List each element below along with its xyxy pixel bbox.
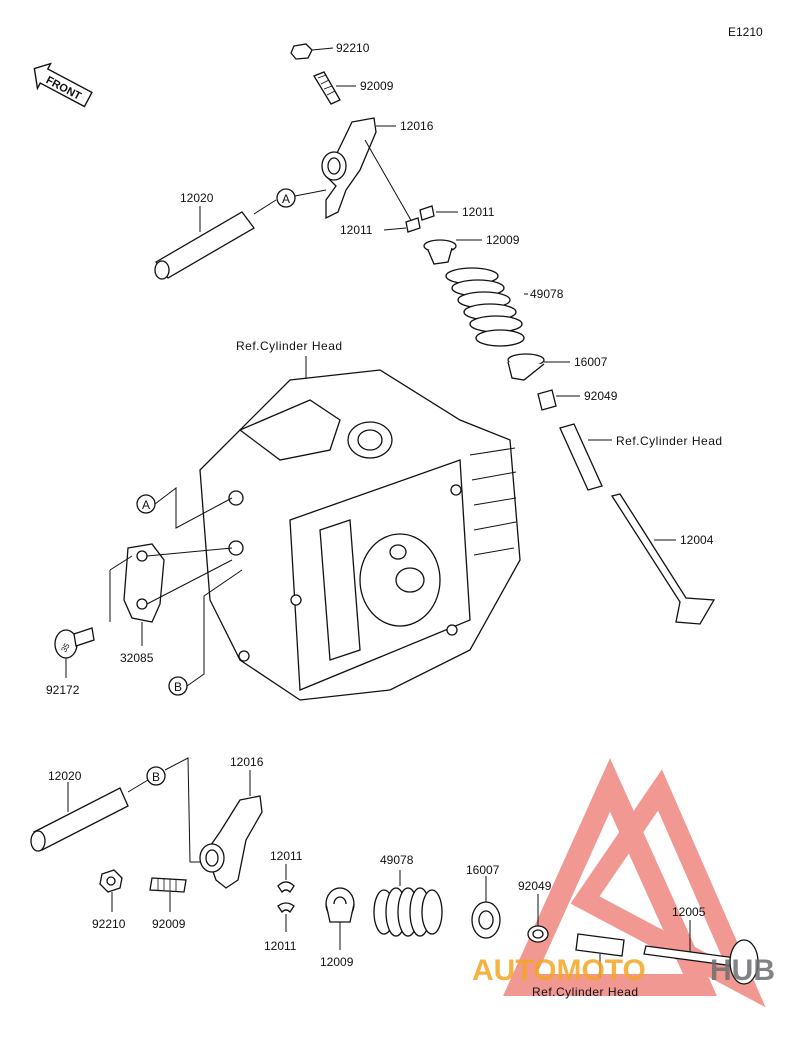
label-12005: 12005	[672, 905, 706, 919]
nut-92210-lower	[99, 869, 123, 912]
valve-guide-ref-lower	[575, 933, 625, 978]
label-92049-lower: 92049	[518, 879, 552, 893]
label-12020-lower: 12020	[48, 769, 82, 783]
rocker-arm-12016-lower	[199, 770, 263, 889]
label-12016-upper: 12016	[400, 119, 434, 133]
label-49078-upper: 49078	[530, 287, 564, 301]
front-arrow-icon: FRONT	[33, 62, 93, 108]
intake-valve-12004	[610, 493, 716, 625]
valve-cotter-12011-upper	[383, 205, 458, 233]
valve-spring-49078-lower	[373, 870, 443, 937]
label-12020-upper: 12020	[180, 191, 214, 205]
label-92009-lower: 92009	[152, 917, 186, 931]
valve-cotter-12011-lower	[277, 864, 295, 932]
label-92172: 92172	[46, 683, 80, 697]
callout-a-upper-label: A	[282, 192, 290, 206]
plate-32085	[109, 543, 233, 646]
label-12016-lower: 12016	[230, 755, 264, 769]
label-12009-upper: 12009	[486, 233, 520, 247]
adjust-screw-92009-lower	[149, 877, 187, 912]
watermark-text-right: HUB	[710, 954, 775, 987]
automotohub-watermark	[502, 758, 766, 1008]
stem-seal-92049-upper	[537, 389, 580, 411]
valve-spring-49078-upper	[445, 267, 528, 347]
callout-a-upper	[276, 188, 296, 208]
stem-seal-92049-lower	[527, 894, 549, 943]
label-92009-upper: 92009	[360, 79, 394, 93]
label-12004: 12004	[680, 533, 714, 547]
callout-b-head-label: B	[174, 680, 182, 694]
diagram-code: E1210	[728, 25, 763, 39]
ref-cylinder-head-lower: Ref.Cylinder Head	[532, 985, 639, 999]
rocker-arm-12016-upper	[321, 117, 413, 223]
adjust-screw-92009-upper	[313, 71, 356, 105]
rocker-shaft-12020-upper	[154, 199, 277, 280]
cylinder-head-body	[199, 369, 521, 701]
label-16007-upper: 16007	[574, 355, 608, 369]
spring-retainer-12009-lower	[325, 887, 355, 950]
callout-b-lower-label: B	[152, 770, 160, 784]
label-32085: 32085	[120, 651, 154, 665]
rocker-shaft-12020-lower	[30, 779, 149, 852]
valve-guide-ref-upper	[559, 423, 612, 491]
label-92049-upper: 92049	[584, 389, 618, 403]
label-12009-lower: 12009	[320, 955, 354, 969]
ref-cylinder-head-valve-guide: Ref.Cylinder Head	[616, 434, 723, 448]
automotohub-watermark-text: AUTOMOTO HUB	[472, 954, 775, 987]
label-12011-lower-bottom: 12011	[264, 939, 297, 953]
label-49078-lower: 49078	[380, 853, 414, 867]
bolt-92172: 35	[54, 627, 95, 678]
exhaust-valve-12005	[643, 920, 759, 985]
label-92210-lower: 92210	[92, 917, 126, 931]
watermark-triangle-left	[502, 758, 718, 996]
callout-b-lower	[146, 766, 166, 786]
spring-seat-16007-upper	[507, 353, 570, 381]
label-92210-upper: 92210	[336, 41, 370, 55]
ref-cylinder-head-top: Ref.Cylinder Head	[236, 339, 343, 353]
label-12011-upper-right: 12011	[462, 205, 495, 219]
watermark-triangle-right	[570, 769, 766, 1008]
label-12011-upper-left: 12011	[340, 223, 373, 237]
watermark-text-left: AUTOMOTO	[472, 954, 646, 987]
nut-92210-upper	[290, 43, 334, 60]
label-16007-lower: 16007	[466, 863, 500, 877]
label-12011-lower-top: 12011	[270, 849, 303, 863]
spring-retainer-12009-upper	[423, 239, 482, 265]
spring-seat-16007-lower	[471, 876, 501, 939]
callout-a-head-label: A	[142, 498, 150, 512]
